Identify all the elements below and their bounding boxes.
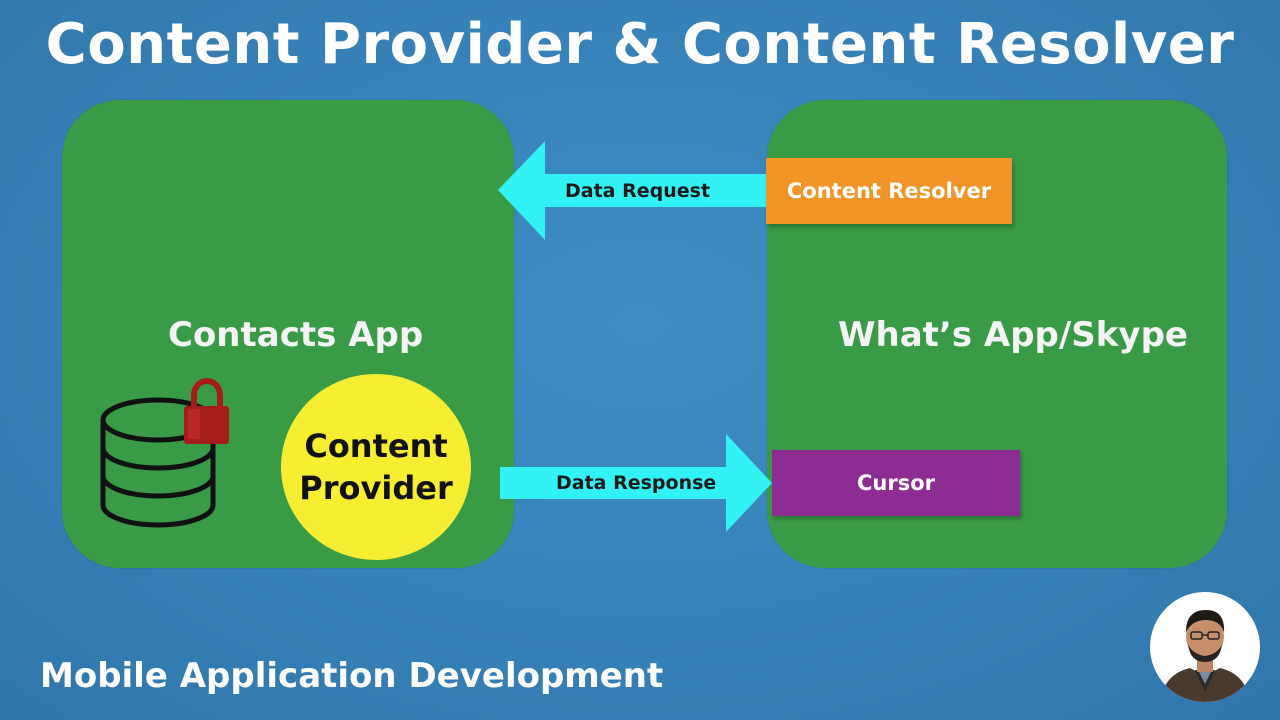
lock-icon	[184, 378, 229, 444]
content-resolver-box: Content Resolver	[766, 158, 1012, 224]
contacts-app-label: Contacts App	[168, 315, 424, 355]
content-provider-line2: Provider	[299, 469, 453, 507]
data-response-arrow	[500, 434, 772, 532]
content-provider-circle: Content Provider	[281, 374, 471, 560]
page-title: Content Provider & Content Resolver	[45, 12, 1235, 77]
data-response-label: Data Response	[556, 472, 717, 494]
presenter-avatar	[1150, 592, 1260, 702]
cursor-box: Cursor	[772, 450, 1020, 516]
data-request-label: Data Request	[565, 180, 711, 202]
footer-caption: Mobile Application Development	[40, 656, 664, 696]
content-provider-line1: Content	[304, 427, 448, 465]
whatsapp-skype-label: What’s App/Skype	[838, 315, 1188, 355]
data-request-arrow	[498, 141, 768, 240]
